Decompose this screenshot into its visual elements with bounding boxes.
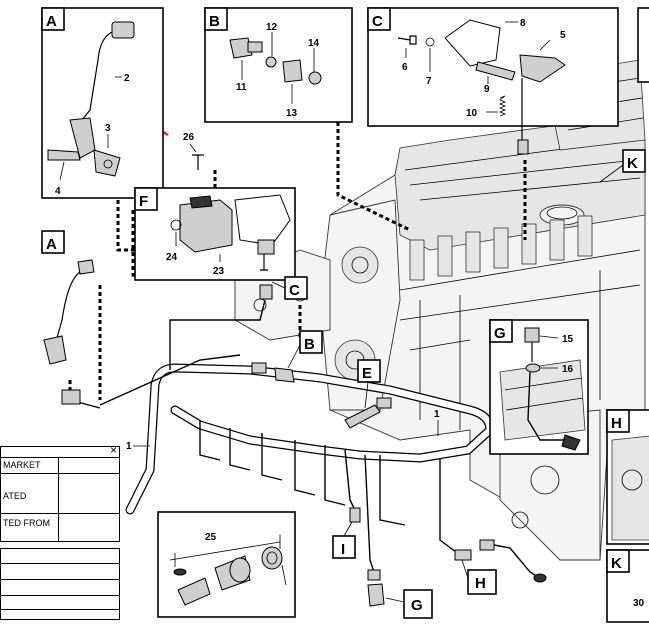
callout-box-b-mid bbox=[299, 330, 323, 354]
callout-b-mid: B bbox=[304, 336, 315, 353]
detail-box-h-right: H bbox=[606, 409, 649, 545]
part-number-16: 16 bbox=[562, 364, 574, 375]
leader-c-mid bbox=[271, 281, 286, 289]
detail-box-a-top: A 2 3 4 bbox=[41, 7, 164, 199]
part-number-8: 8 bbox=[520, 18, 526, 29]
connector-b bbox=[251, 362, 267, 374]
part-number-7: 7 bbox=[426, 76, 432, 87]
callout-a-top: A bbox=[46, 13, 57, 30]
side-info-table-lower bbox=[0, 548, 120, 620]
callout-h-bottom: H bbox=[475, 575, 486, 592]
callout-h-right: H bbox=[611, 415, 622, 432]
callout-f: F bbox=[139, 193, 148, 210]
detail-box-f: F 24 23 bbox=[134, 187, 296, 281]
callout-box-e bbox=[357, 359, 381, 383]
part-number-11: 11 bbox=[236, 82, 247, 93]
callout-i: I bbox=[341, 541, 345, 558]
callout-box-g-bottom bbox=[403, 589, 433, 619]
side-info-table: × MARKET ATED TED FROM bbox=[0, 443, 120, 542]
part-number-12: 12 bbox=[266, 22, 278, 33]
callout-box-a-left bbox=[41, 230, 65, 254]
callout-box-k-right bbox=[622, 149, 646, 173]
callout-g-box: G bbox=[494, 325, 506, 342]
part-number-30: 30 bbox=[633, 598, 645, 609]
part-number-13: 13 bbox=[286, 108, 298, 119]
part-number-14: 14 bbox=[308, 38, 320, 49]
partial-box-right bbox=[637, 7, 649, 83]
part-number-26: 26 bbox=[183, 132, 195, 143]
wiring-harness bbox=[69, 284, 547, 583]
close-icon[interactable]: × bbox=[109, 443, 117, 457]
part-number-23: 23 bbox=[213, 266, 225, 277]
part-number-4: 4 bbox=[55, 186, 61, 197]
leader-e bbox=[364, 381, 369, 409]
part-number-10: 10 bbox=[466, 108, 478, 119]
part-number-9: 9 bbox=[484, 84, 490, 95]
part-number-6: 6 bbox=[402, 62, 408, 73]
part-number-1-left: 1 bbox=[126, 441, 132, 452]
detail-box-c-top: C 8 5 6 7 9 10 bbox=[367, 7, 619, 155]
callout-k-bottom: K bbox=[611, 555, 622, 572]
part-number-15: 15 bbox=[562, 334, 574, 345]
injector-row bbox=[409, 215, 593, 281]
detail-box-b-top: B 11 12 13 14 bbox=[204, 7, 353, 123]
leader-k bbox=[599, 164, 624, 183]
part-number-3: 3 bbox=[105, 123, 111, 134]
part-number-25: 25 bbox=[205, 532, 217, 543]
callout-e: E bbox=[362, 365, 372, 382]
part-number-2: 2 bbox=[124, 73, 130, 84]
part-number-24: 24 bbox=[166, 252, 178, 263]
detail-box-k-bottom: K 30 bbox=[606, 549, 649, 623]
callout-g-bottom: G bbox=[411, 597, 423, 614]
callout-a-left: A bbox=[46, 236, 57, 253]
part-number-5: 5 bbox=[560, 30, 566, 41]
detail-box-g: G 15 16 bbox=[489, 319, 589, 455]
detail-box-25: 25 bbox=[157, 511, 296, 618]
callout-c-top: C bbox=[372, 13, 383, 30]
callout-k-right: K bbox=[627, 155, 638, 172]
leader-b-mid bbox=[287, 344, 301, 369]
callout-box-h-bottom bbox=[467, 569, 497, 595]
part-number-1-right: 1 bbox=[434, 409, 440, 420]
sensor-a-left bbox=[43, 259, 95, 405]
callout-b-top: B bbox=[209, 13, 220, 30]
bolt-26: 26 bbox=[183, 132, 204, 170]
callout-c-mid: C bbox=[289, 282, 300, 299]
